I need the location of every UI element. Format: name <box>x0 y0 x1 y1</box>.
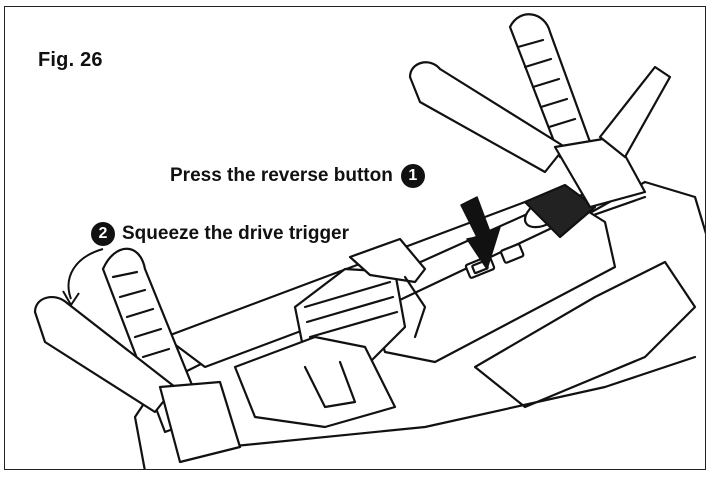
lower-chassis <box>233 335 397 429</box>
right-grip-stripe-1 <box>516 38 545 49</box>
right-grip-stripe-5 <box>547 117 577 129</box>
right-support-arm <box>598 65 672 159</box>
figure-title: Fig. 26 <box>38 49 103 71</box>
step-2-number-icon: 2 <box>91 222 115 246</box>
bail-lever-link <box>403 275 427 339</box>
left-handle-tube <box>33 295 177 414</box>
chassis-bracket <box>303 360 357 409</box>
left-grip-stripe-3 <box>125 307 155 319</box>
figure-frame: Fig. 26 Press the reverse button 1 2 Squ… <box>4 6 706 470</box>
left-grip-stripe-5 <box>141 347 171 359</box>
right-upper-tube <box>408 61 567 174</box>
right-grip-stripe-2 <box>523 57 553 69</box>
rotation-arrow-icon <box>62 248 104 306</box>
left-handle-knuckle <box>158 380 242 464</box>
left-grip-stripe-2 <box>118 288 147 299</box>
speed-dial-body <box>523 183 597 239</box>
left-grip-stripe-4 <box>133 327 163 339</box>
left-grip-stripe-1 <box>111 270 139 279</box>
drive-bail-lever <box>348 237 427 284</box>
step-2-callout: 2 Squeeze the drive trigger <box>91 222 349 246</box>
mower-drive-controls-illustration <box>33 13 705 469</box>
step-1-label: Press the reverse button <box>170 165 393 186</box>
step-1-number-icon: 1 <box>400 164 425 188</box>
trigger-rib-1 <box>303 280 392 309</box>
trigger-rib-3 <box>308 310 399 339</box>
right-grip-stripe-3 <box>531 77 561 89</box>
housing-lower-edge <box>223 355 697 449</box>
right-grip-stripe-4 <box>539 97 569 109</box>
step-1-callout: Press the reverse button 1 <box>170 164 425 188</box>
down-arrow-icon <box>460 196 501 270</box>
secondary-button <box>499 243 525 264</box>
housing-front-face <box>473 260 697 409</box>
trigger-rib-2 <box>305 295 395 324</box>
step-2-label: Squeeze the drive trigger <box>122 223 350 244</box>
